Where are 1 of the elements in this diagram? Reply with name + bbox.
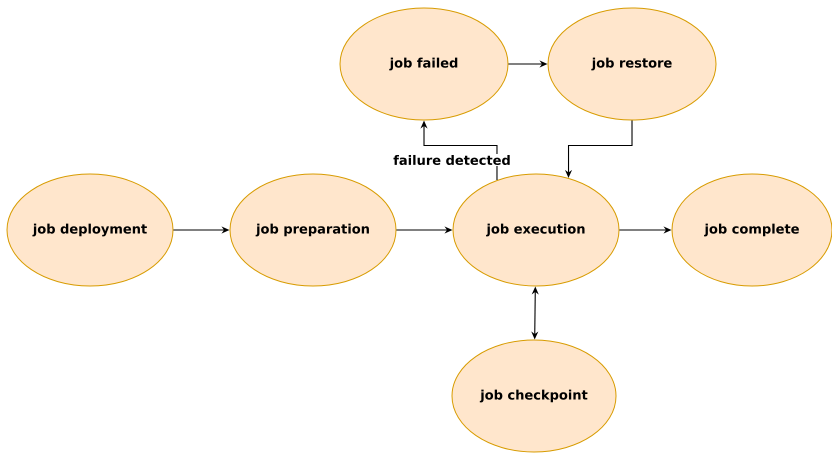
edge-label: failure detected xyxy=(392,154,512,166)
